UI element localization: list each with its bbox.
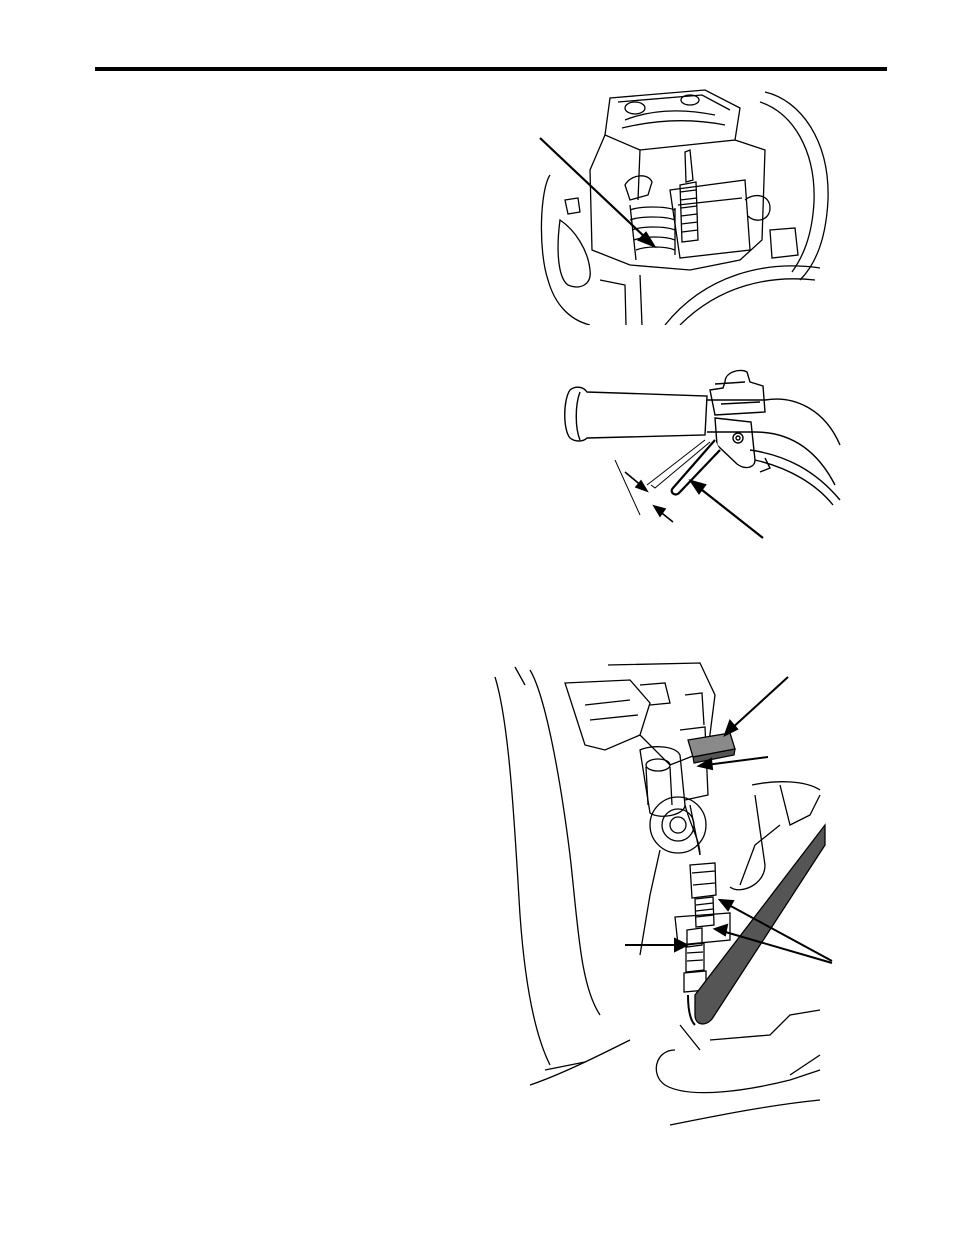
- header-rule: [95, 67, 887, 71]
- engine-illustration: [530, 80, 830, 325]
- figure-handle-lever: [555, 360, 855, 545]
- figure-cable-adjuster: [490, 655, 840, 1135]
- figure-engine: [530, 80, 830, 325]
- handle-lever-illustration: [555, 360, 855, 545]
- cable-adjuster-illustration: [490, 655, 840, 1135]
